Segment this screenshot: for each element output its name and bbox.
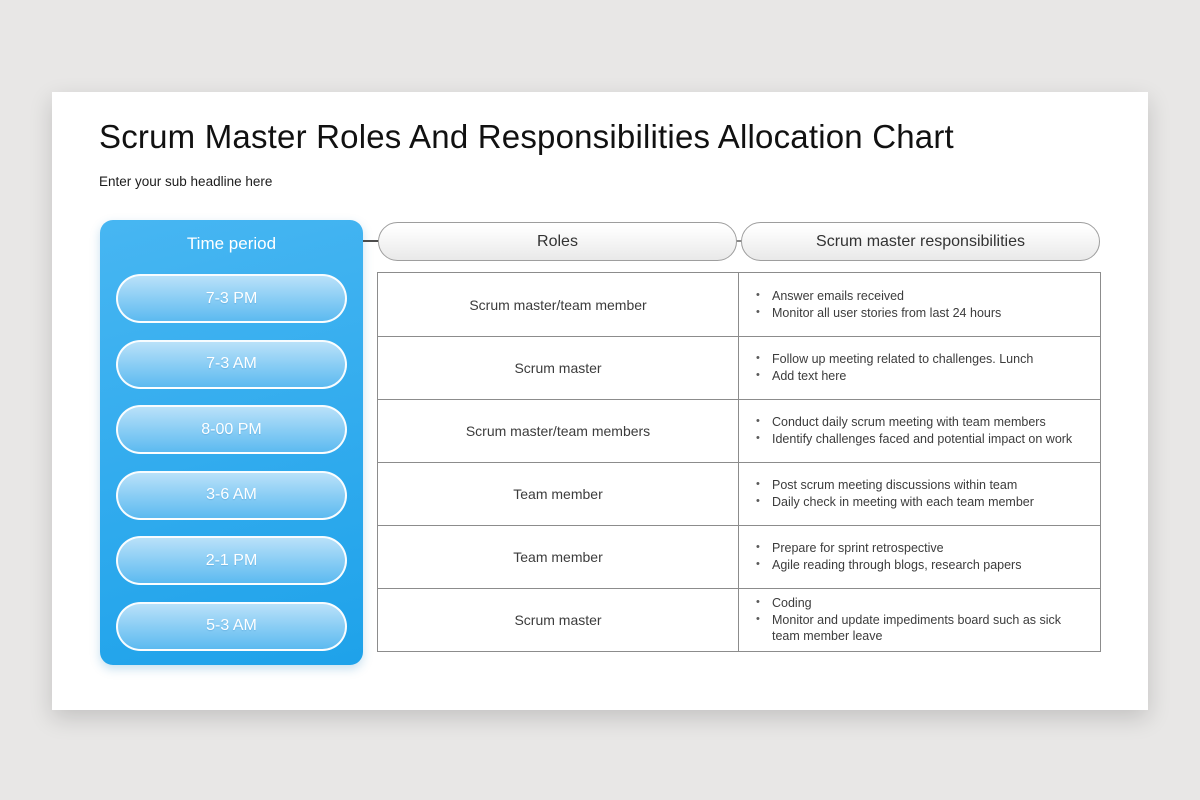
table-row: Scrum master/team members Conduct daily …	[378, 399, 1100, 462]
role-cell: Team member	[378, 526, 739, 588]
time-period-pill: 7-3 AM	[116, 339, 347, 389]
bullet-item: Prepare for sprint retrospective	[739, 540, 1088, 557]
responsibilities-cell: Post scrum meeting discussions within te…	[739, 463, 1100, 525]
bullet-item: Conduct daily scrum meeting with team me…	[739, 414, 1088, 431]
bullet-item: Answer emails received	[739, 288, 1088, 305]
responsibilities-cell: Follow up meeting related to challenges.…	[739, 337, 1100, 399]
bullet-item: Monitor all user stories from last 24 ho…	[739, 305, 1088, 322]
bullet-item: Post scrum meeting discussions within te…	[739, 477, 1088, 494]
responsibilities-column-header-pill: Scrum master responsibilities	[741, 222, 1100, 261]
page-subtitle: Enter your sub headline here	[99, 174, 273, 189]
roles-responsibilities-table: Scrum master/team member Answer emails r…	[377, 272, 1101, 652]
time-period-panel-title: Time period	[186, 234, 277, 253]
role-cell: Scrum master/team member	[378, 273, 739, 336]
role-cell: Scrum master	[378, 589, 739, 651]
time-period-pill: 3-6 AM	[116, 470, 347, 520]
role-cell: Scrum master/team members	[378, 400, 739, 462]
roles-column-header-pill: Roles	[378, 222, 737, 261]
responsibilities-cell: Prepare for sprint retrospective Agile r…	[739, 526, 1100, 588]
bullet-item: Monitor and update impediments board suc…	[739, 612, 1088, 646]
bullet-item: Identify challenges faced and potential …	[739, 431, 1088, 448]
roles-to-responsibilities-connector-line	[736, 240, 742, 242]
bullet-item: Coding	[739, 595, 1088, 612]
role-cell: Scrum master	[378, 337, 739, 399]
table-row: Scrum master Follow up meeting related t…	[378, 336, 1100, 399]
bullet-item: Follow up meeting related to challenges.…	[739, 351, 1088, 368]
bullet-item: Daily check in meeting with each team me…	[739, 494, 1088, 511]
role-cell: Team member	[378, 463, 739, 525]
time-period-panel: Time period 7-3 PM 7-3 AM 8-00 PM 3-6 AM…	[100, 220, 363, 665]
table-row: Scrum master Coding Monitor and update i…	[378, 588, 1100, 651]
time-period-pill: 5-3 AM	[116, 601, 347, 651]
table-row: Team member Post scrum meeting discussio…	[378, 462, 1100, 525]
responsibilities-cell: Coding Monitor and update impediments bo…	[739, 589, 1100, 651]
responsibilities-cell: Answer emails received Monitor all user …	[739, 273, 1100, 336]
panel-to-roles-connector-line	[363, 240, 379, 242]
page-title: Scrum Master Roles And Responsibilities …	[99, 118, 954, 155]
slide-canvas: Scrum Master Roles And Responsibilities …	[52, 92, 1148, 710]
time-period-pill: 7-3 PM	[116, 274, 347, 323]
time-period-pill: 2-1 PM	[116, 536, 347, 585]
bullet-item: Agile reading through blogs, research pa…	[739, 557, 1088, 574]
table-row: Team member Prepare for sprint retrospec…	[378, 525, 1100, 588]
time-pill-stack: 7-3 PM 7-3 AM 8-00 PM 3-6 AM 2-1 PM 5-3 …	[116, 274, 347, 651]
table-row: Scrum master/team member Answer emails r…	[378, 273, 1100, 336]
bullet-item: Add text here	[739, 368, 1088, 385]
time-period-pill: 8-00 PM	[116, 405, 347, 454]
responsibilities-cell: Conduct daily scrum meeting with team me…	[739, 400, 1100, 462]
